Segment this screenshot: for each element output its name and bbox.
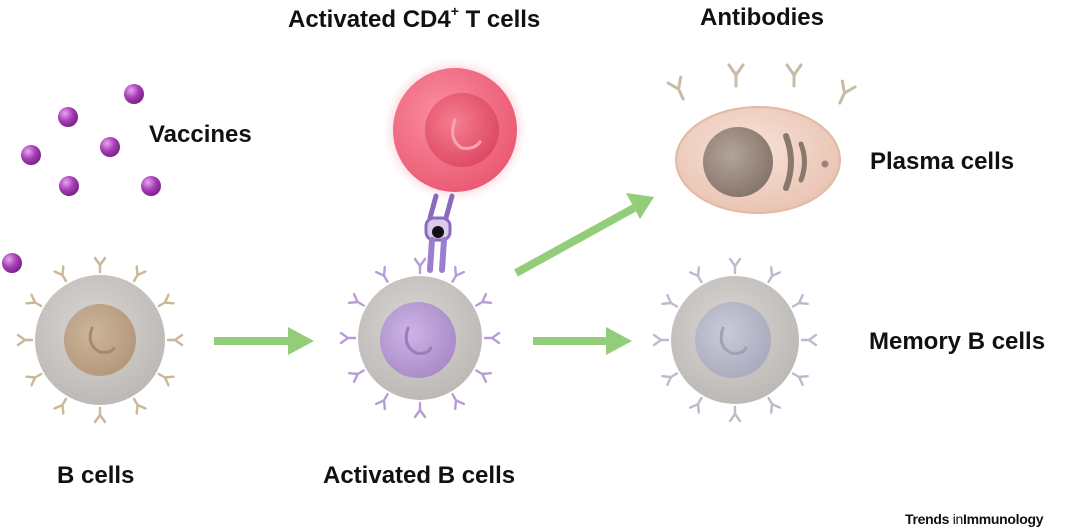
antibody-icon	[785, 63, 803, 88]
b-cell-receptor-icon	[728, 257, 742, 275]
b-cell	[16, 256, 184, 424]
b-cell-receptor-icon	[413, 257, 427, 275]
b-cell-receptor-icon	[688, 266, 708, 286]
b-cell-receptor-icon	[789, 293, 809, 313]
activated-b-cell	[339, 257, 501, 419]
b-cell-receptor-icon	[374, 390, 394, 411]
t-cell-nucleus	[425, 93, 499, 167]
vaccine-particles	[2, 84, 161, 273]
b-cell-nucleus-detail	[88, 326, 116, 354]
b-cell-receptor-icon	[339, 331, 357, 345]
b-cell-receptor-icon	[652, 333, 670, 347]
memory-b-cell	[652, 257, 818, 423]
activated-b-cell-nucleus	[380, 302, 456, 378]
vaccine-particle	[59, 176, 79, 196]
b-cell-receptor-icon	[688, 394, 708, 414]
b-cell-receptor-icon	[483, 331, 501, 345]
antibody-icon	[666, 75, 692, 104]
activated-b-cell-nucleus-detail	[404, 326, 433, 355]
b-cell-receptor-icon	[472, 364, 493, 384]
label-activated-cd4-t-cells: Activated CD4+ T cells	[288, 3, 541, 33]
b-cell-receptor-icon	[53, 395, 72, 415]
b-cell-receptor-icon	[762, 266, 782, 286]
label-memory-b-cells: Memory B cells	[869, 328, 1046, 355]
b-cell-receptor-icon	[166, 333, 184, 347]
b-cell-receptor-icon	[661, 367, 681, 387]
arrow-to-memory	[533, 327, 632, 355]
label-antibodies: Antibodies	[700, 4, 824, 31]
memory-b-cell-nucleus	[695, 302, 771, 378]
vaccine-particle	[21, 145, 41, 165]
plasma-cell-er	[798, 141, 807, 183]
vaccine-particle	[58, 107, 78, 127]
b-cell-receptor-icon	[347, 364, 368, 384]
label-b-cells: B cells	[57, 462, 135, 489]
b-cell-receptor-icon	[446, 390, 466, 411]
credit-brand: Trends	[905, 511, 950, 527]
b-cell-receptor-icon	[661, 293, 681, 313]
b-cell-receptor-icon	[93, 406, 107, 424]
journal-credit: Trends inImmunology	[905, 511, 1044, 527]
b-cell-receptor-icon	[472, 292, 493, 312]
activated-cd4-t-cell	[383, 58, 527, 202]
b-cell-receptor-icon	[374, 265, 394, 286]
b-cell-receptor-icon	[25, 293, 45, 312]
credit-journal: Immunology	[963, 511, 1044, 527]
plasma-cell-er	[783, 133, 794, 191]
antibody-icon	[727, 63, 745, 88]
b-cell-receptor-icon	[25, 368, 45, 387]
t-cell-nucleus-detail	[451, 118, 482, 150]
antibody-icon	[831, 79, 857, 108]
label-plasma-cells: Plasma cells	[870, 148, 1015, 175]
credit-connector: in	[952, 511, 964, 527]
b-cell-receptor-icon	[413, 401, 427, 419]
label-activated-b-cells: Activated B cells	[323, 462, 516, 489]
b-cell-receptor-icon	[800, 333, 818, 347]
b-cell-receptor-icon	[53, 265, 72, 285]
b-cell-receptor-icon	[155, 368, 175, 387]
b-cell-receptor-icon	[446, 265, 466, 286]
b-cell-receptor-icon	[762, 394, 782, 414]
b-cell-receptor-icon	[155, 293, 175, 312]
vaccine-particle	[2, 253, 22, 273]
arrow-activation	[214, 327, 314, 355]
plasma-cell	[675, 106, 841, 214]
memory-b-cell-nucleus-detail	[719, 326, 748, 355]
vaccine-particle	[141, 176, 161, 196]
b-cell-receptor-icon	[93, 256, 107, 274]
arrow-to-plasma	[514, 193, 654, 277]
b-cell-receptor-icon	[347, 292, 368, 312]
plasma-cell-vesicle	[821, 160, 829, 168]
vaccine-particle	[100, 137, 120, 157]
antibodies	[666, 63, 857, 108]
antigen-icon	[432, 226, 444, 238]
b-cell-receptor-icon	[16, 333, 34, 347]
b-cell-receptor-icon	[128, 395, 147, 415]
tcr-complex	[424, 193, 455, 273]
label-vaccines: Vaccines	[149, 121, 252, 148]
b-cell-receptor-icon	[728, 405, 742, 423]
b-cell-nucleus	[64, 304, 136, 376]
plasma-cell-nucleus	[703, 127, 773, 197]
b-cell-receptor-icon	[128, 265, 147, 285]
vaccine-particle	[124, 84, 144, 104]
b-cell-receptor-icon	[789, 367, 809, 387]
